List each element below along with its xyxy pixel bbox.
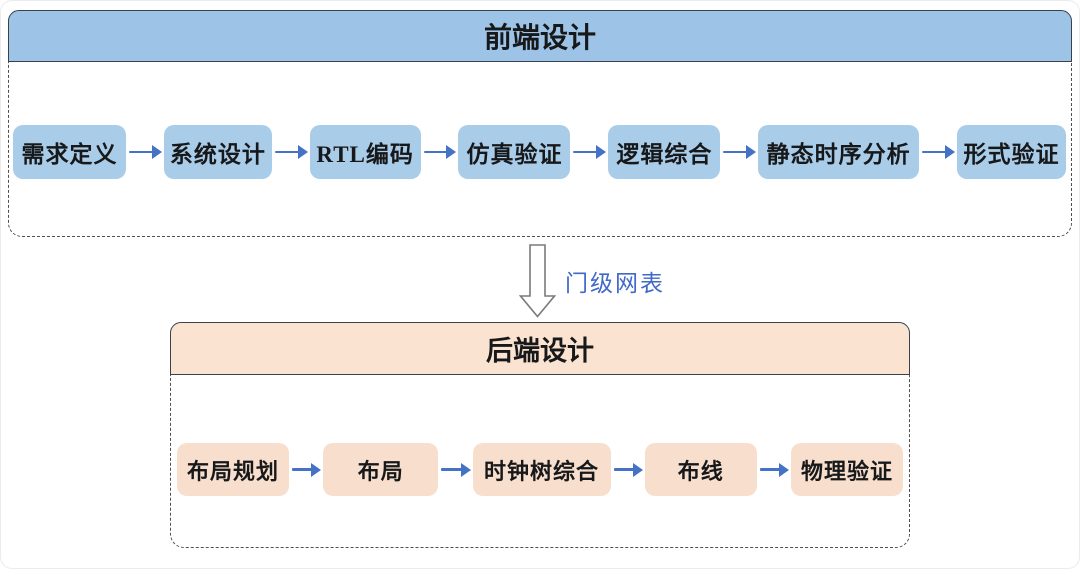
step-floorplanning: 布局规划 (177, 443, 289, 496)
back-end-title: 后端设计 (486, 336, 594, 366)
flow-arrow-icon (759, 462, 790, 478)
step-routing: 布线 (644, 443, 757, 496)
front-end-flow: 需求定义 系统设计 RTL编码 仿真验证 逻辑综合 静态时序分析 形式验证 (13, 125, 1066, 179)
step-rtl-coding: RTL编码 (309, 125, 421, 179)
step-placement: 布局 (323, 443, 439, 496)
back-end-section: 后端设计 布局规划 布局 时钟树综合 布线 物理验证 (170, 322, 910, 548)
flow-arrow-icon (440, 462, 471, 478)
flow-arrow-icon (128, 144, 162, 160)
step-static-timing-analysis: 静态时序分析 (758, 125, 920, 179)
step-logic-synthesis: 逻辑综合 (608, 125, 721, 179)
netlist-transition: 门级网表 (519, 244, 665, 318)
step-formal-verification: 形式验证 (956, 125, 1066, 179)
back-end-header: 后端设计 (170, 322, 910, 375)
front-end-section: 前端设计 需求定义 系统设计 RTL编码 仿真验证 逻辑综合 静态时序分析 形式… (8, 10, 1072, 237)
step-simulation-verification: 仿真验证 (458, 125, 571, 179)
front-end-header: 前端设计 (8, 10, 1072, 62)
step-system-design: 系统设计 (163, 125, 272, 179)
flow-arrow-icon (921, 144, 955, 160)
flow-arrow-icon (274, 144, 308, 160)
flow-arrow-icon (291, 462, 322, 478)
flow-arrow-icon (423, 144, 457, 160)
flow-arrow-icon (613, 462, 644, 478)
front-end-body: 需求定义 系统设计 RTL编码 仿真验证 逻辑综合 静态时序分析 形式验证 (8, 62, 1072, 237)
flow-arrow-icon (722, 144, 756, 160)
step-requirements-definition: 需求定义 (13, 125, 126, 179)
back-end-flow: 布局规划 布局 时钟树综合 布线 物理验证 (177, 443, 903, 496)
flow-arrow-icon (572, 144, 607, 160)
back-end-body: 布局规划 布局 时钟树综合 布线 物理验证 (170, 375, 910, 548)
step-physical-verification: 物理验证 (791, 443, 903, 496)
step-clock-tree-synthesis: 时钟树综合 (472, 443, 611, 496)
down-arrow-icon (519, 244, 556, 318)
front-end-title: 前端设计 (483, 23, 596, 54)
netlist-label: 门级网表 (565, 270, 665, 296)
